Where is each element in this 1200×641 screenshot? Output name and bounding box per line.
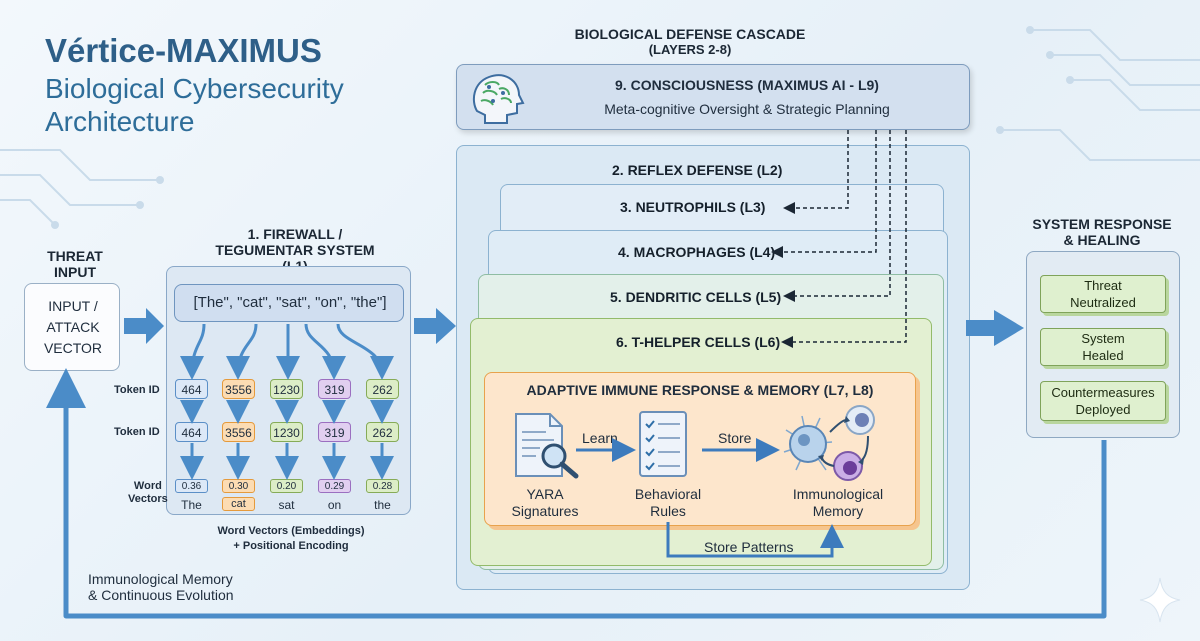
token-id-label-1: Token ID: [114, 384, 160, 396]
consciousness-box: 9. CONSCIOUSNESS (MAXIMUS AI - L9) Meta-…: [456, 64, 970, 130]
sparkle-icon: [1139, 577, 1181, 623]
layer-l3-label: 3. NEUTROPHILS (L3): [620, 199, 766, 215]
threat-input-line2: ATTACK: [46, 319, 100, 335]
learn-label: Learn: [582, 430, 618, 446]
word-3: on: [327, 498, 342, 512]
rules-label-line1: Behavioral: [634, 486, 702, 502]
sentence-box: [The", "cat", "sat", "on", "the"]: [174, 284, 404, 322]
page-title: Vértice-MAXIMUS: [45, 32, 322, 69]
layer-l6-label: 6. T-HELPER CELLS (L6): [616, 334, 781, 350]
brain-head-icon: [472, 74, 525, 124]
memory-label-line2: Memory: [812, 503, 864, 519]
word-vectors-label-line1: Word: [133, 480, 162, 492]
rules-label: Behavioral Rules: [620, 486, 716, 520]
consciousness-title: 9. CONSCIOUSNESS (MAXIMUS AI - L9): [615, 77, 879, 93]
token-id-label-2: Token ID: [114, 426, 160, 438]
threat-input-header-line1: THREAT: [47, 248, 103, 264]
threat-input-text: INPUT / ATTACK VECTOR: [25, 296, 121, 359]
threat-input-line1: INPUT /: [48, 298, 98, 314]
response-item-1-line2: Healed: [1082, 348, 1124, 363]
token-id-row2-2: 1230: [270, 422, 303, 442]
word-vectors-label: Word Vectors: [128, 480, 168, 506]
threat-input-box: INPUT / ATTACK VECTOR: [24, 283, 120, 371]
feedback-label: Immunological Memory & Continuous Evolut…: [88, 571, 234, 603]
response-item-2-line1: Countermeasures: [1051, 385, 1155, 400]
word-0: The: [181, 498, 202, 512]
word-1: cat: [222, 497, 255, 511]
response-item-1-line1: System: [1081, 331, 1125, 346]
yara-label-line1: YARA: [526, 486, 564, 502]
word-vectors-label-line2: Vectors: [128, 493, 168, 505]
cascade-header: BIOLOGICAL DEFENSE CASCADE (LAYERS 2-8): [540, 26, 840, 57]
response-item-0-line2: Neutralized: [1070, 295, 1136, 310]
response-item-2-line2: Deployed: [1075, 402, 1131, 417]
cascade-header-line2: (LAYERS 2-8): [648, 42, 732, 57]
document-search-icon: [515, 413, 579, 479]
memory-label-line1: Immunological: [792, 486, 884, 502]
layer-l4-label: 4. MACROPHAGES (L4): [618, 244, 776, 260]
layer-l2-label: 2. REFLEX DEFENSE (L2): [612, 162, 783, 178]
feedback-label-line2: & Continuous Evolution: [88, 587, 234, 603]
store-patterns-label: Store Patterns: [704, 539, 794, 555]
feedback-label-line1: Immunological Memory: [88, 571, 233, 587]
yara-label-line2: Signatures: [511, 503, 579, 519]
page-subtitle: Biological Cybersecurity Architecture: [45, 72, 425, 138]
store-label: Store: [718, 430, 752, 446]
subtitle-line2: Architecture: [45, 106, 195, 137]
word-2: sat: [278, 498, 295, 512]
cascade-header-line1: BIOLOGICAL DEFENSE CASCADE: [574, 26, 806, 42]
rules-label-line2: Rules: [650, 503, 686, 519]
firewall-header-line1: 1. FIREWALL /: [247, 226, 343, 242]
consciousness-subtitle: Meta-cognitive Oversight & Strategic Pla…: [604, 101, 890, 117]
layer-l5-label: 5. DENDRITIC CELLS (L5): [610, 289, 782, 305]
word-4: the: [374, 498, 391, 512]
firewall-footer-line2: + Positional Encoding: [233, 540, 349, 552]
firewall-footer-line1: Word Vectors (Embeddings): [217, 525, 365, 537]
threat-input-line3: VECTOR: [43, 340, 103, 356]
response-header-line1: SYSTEM RESPONSE: [1032, 216, 1172, 232]
token-id-row2-1: 3556: [222, 422, 255, 442]
adaptive-title: ADAPTIVE IMMUNE RESPONSE & MEMORY (L7, L…: [526, 382, 874, 398]
response-header-line2: & HEALING: [1063, 232, 1141, 248]
token-id-row1-3: 319: [318, 379, 351, 399]
sentence-text: [The", "cat", "sat", "on", "the"]: [193, 294, 387, 311]
response-item-0-line1: Threat: [1084, 278, 1122, 293]
threat-input-header-line2: INPUT: [54, 264, 96, 280]
checklist-icon: [639, 411, 687, 477]
subtitle-line1: Biological Cybersecurity: [45, 73, 344, 104]
firewall-footer: Word Vectors (Embeddings) + Positional E…: [196, 524, 386, 554]
response-header: SYSTEM RESPONSE & HEALING: [1022, 216, 1182, 248]
immune-cells-icon: [783, 405, 875, 481]
threat-input-header: THREAT INPUT: [30, 248, 120, 280]
memory-label: Immunological Memory: [776, 486, 900, 520]
yara-label: YARA Signatures: [500, 486, 590, 520]
